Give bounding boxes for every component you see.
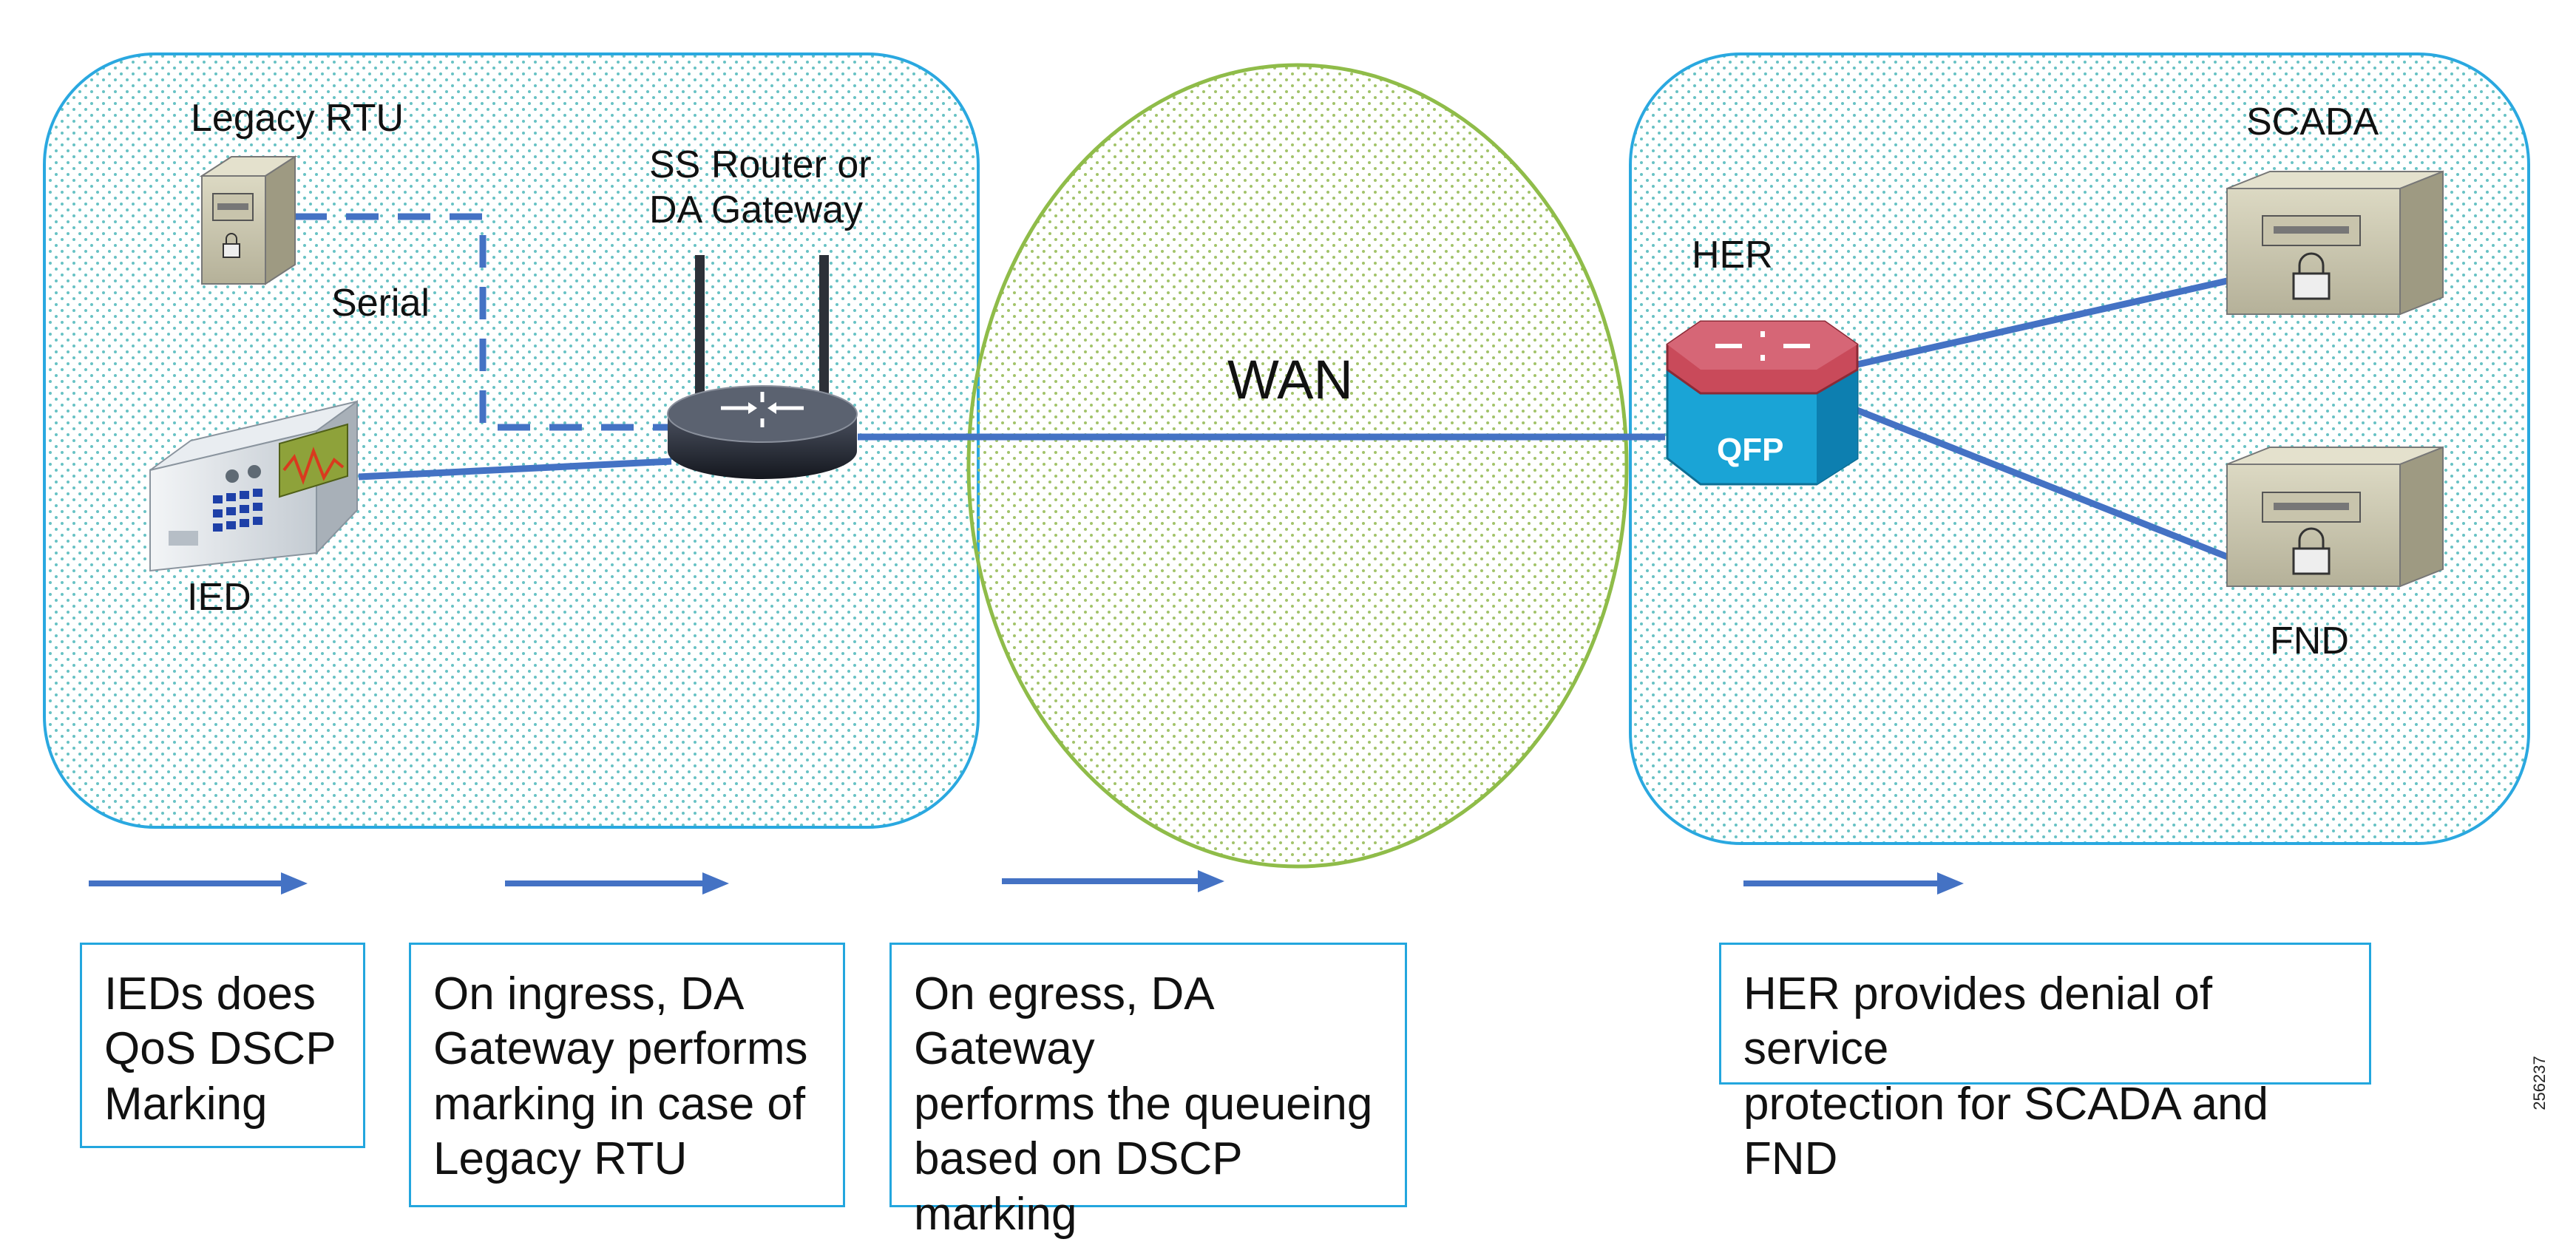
flow-arrow-icon [1002,870,1224,892]
flow-arrow-icon [89,872,308,895]
server-lock-icon [199,155,298,285]
server-lock-icon [2226,446,2444,588]
figure-number: 256237 [2530,1056,2549,1110]
router-icon [667,255,858,479]
ingress-marking-note: On ingress, DA Gateway performs marking … [409,943,845,1207]
flow-arrow-icon [1743,872,1964,895]
her-label: HER [1692,234,1773,276]
server-lock-icon [2226,170,2444,316]
qfp-label: QFP [1717,432,1784,468]
ied-device-icon [149,400,358,572]
serial-label: Serial [331,282,430,325]
ied-router-link [358,458,672,481]
her-fnd-link [1856,407,2228,560]
ied-label: IED [187,576,251,619]
serial-link [294,213,668,431]
ied-marking-note: IEDs does QoS DSCP Marking [80,943,365,1148]
scada-label: SCADA [2246,101,2379,143]
qfp-router-icon [1666,320,1859,486]
legacy-rtu-label: Legacy RTU [191,97,404,140]
wan-label: WAN [1227,349,1353,410]
wan-cloud [966,63,1629,869]
fnd-label: FND [2270,620,2349,662]
her-scada-link [1857,277,2228,368]
her-protection-note: HER provides denial of service protectio… [1719,943,2371,1184]
egress-queueing-note: On egress, DA Gateway performs the queue… [889,943,1407,1240]
flow-arrow-icon [505,872,729,895]
ss-router-label: SS Router or DA Gateway [649,143,872,232]
